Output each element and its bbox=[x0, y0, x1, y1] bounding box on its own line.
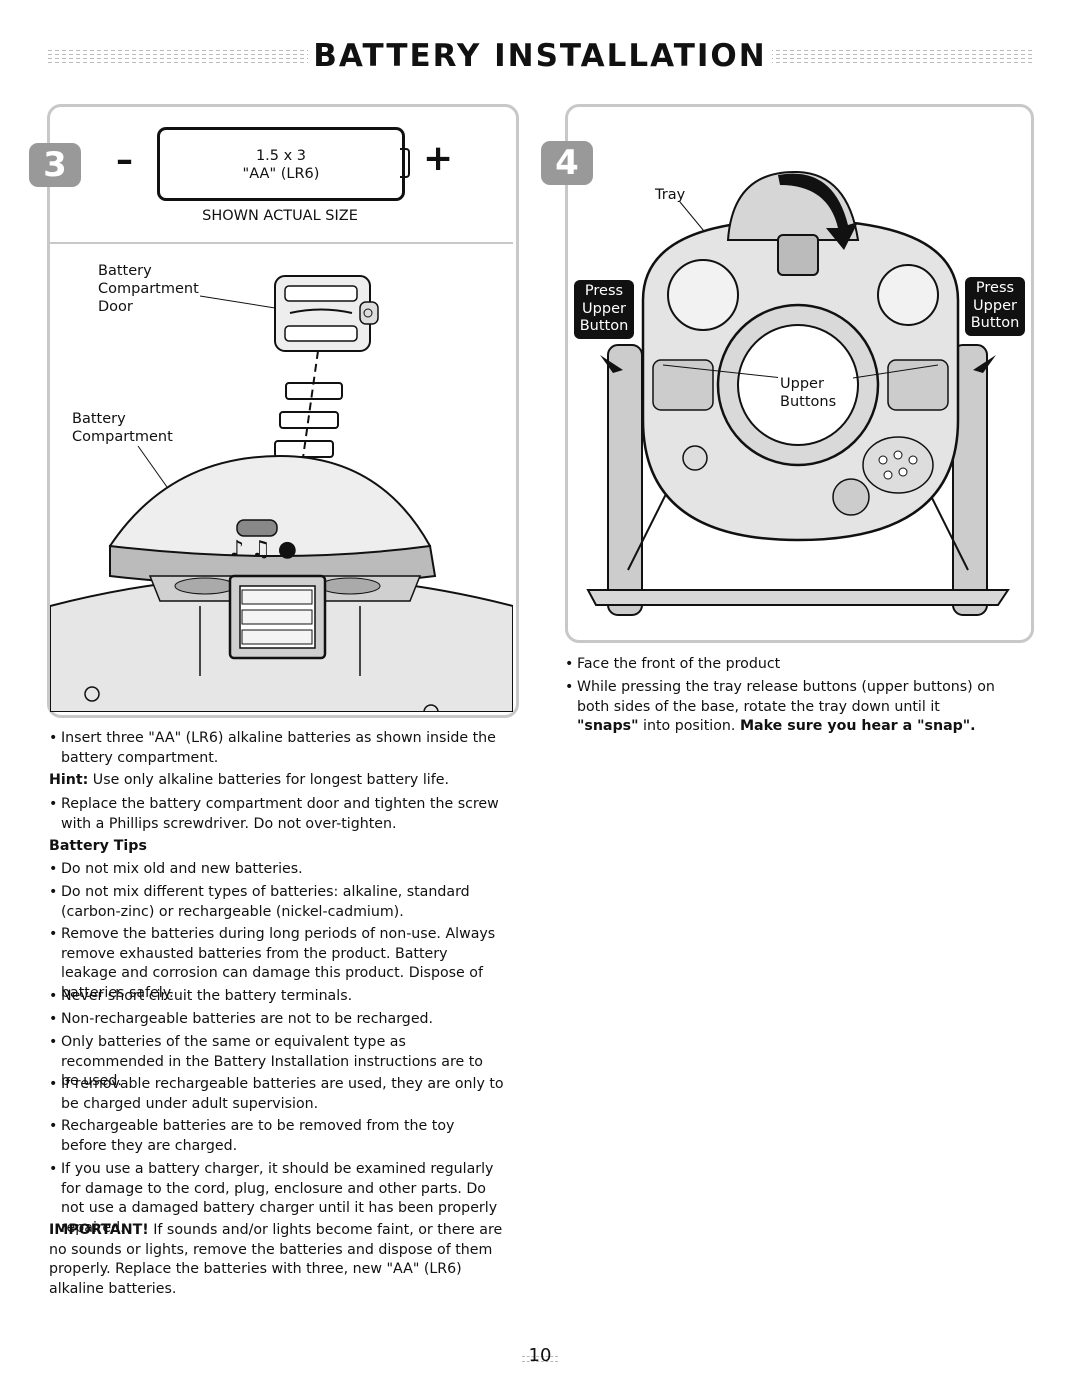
label-tray: Tray bbox=[655, 187, 686, 203]
tip-item: •If you use a battery charger, it should… bbox=[49, 1161, 498, 1236]
tip-item: •Rechargeable batteries are to be remove… bbox=[49, 1118, 455, 1154]
press-upper-button-right: Press Upper Button bbox=[965, 277, 1025, 336]
hint: Hint: Use only alkaline batteries for lo… bbox=[49, 772, 449, 788]
battery-label-1: 1.5 x 3 bbox=[255, 148, 307, 164]
battery-terminal bbox=[400, 148, 410, 178]
tip-item: •Remove the batteries during long period… bbox=[49, 926, 496, 1001]
step3-divider bbox=[50, 242, 513, 244]
press-upper-button-left: Press Upper Button bbox=[574, 280, 634, 339]
tip-item: •Do not mix old and new batteries. bbox=[49, 861, 303, 877]
page-title: BATTERY INSTALLATION bbox=[308, 38, 772, 74]
instruction-insert: •Insert three "AA" (LR6) alkaline batter… bbox=[49, 730, 496, 766]
svg-text:♪ ♫ ●: ♪ ♫ ● bbox=[230, 537, 297, 562]
label-battery-door: Battery Compartment Door bbox=[98, 263, 199, 315]
instruction-replace: •Replace the battery compartment door an… bbox=[49, 796, 499, 832]
instruction-press-rotate: •While pressing the tray release buttons… bbox=[565, 679, 995, 734]
label-battery-compartment: Battery Compartment bbox=[72, 411, 173, 445]
label-upper-buttons: Upper Buttons bbox=[778, 375, 839, 411]
battery-outline bbox=[157, 127, 405, 201]
plus-sign: + bbox=[423, 138, 454, 179]
tip-item: •Do not mix different types of batteries… bbox=[49, 884, 470, 920]
step3-illustration: ♪ ♫ ● bbox=[50, 275, 513, 712]
tip-item: •If removable rechargeable batteries are… bbox=[49, 1076, 504, 1112]
minus-sign: – bbox=[116, 140, 133, 180]
battery-label-2: "AA" (LR6) bbox=[242, 166, 320, 182]
battery-tips-heading: Battery Tips bbox=[49, 838, 147, 854]
tip-item: •Only batteries of the same or equivalen… bbox=[49, 1034, 483, 1089]
step3-number: 3 bbox=[29, 143, 81, 187]
shown-actual-size: SHOWN ACTUAL SIZE bbox=[202, 208, 358, 224]
tip-item: •Non-rechargeable batteries are not to b… bbox=[49, 1011, 434, 1027]
step4-number: 4 bbox=[541, 141, 593, 185]
instruction-face-front: •Face the front of the product bbox=[565, 656, 781, 672]
page-number: 10 bbox=[528, 1345, 552, 1366]
tip-item: •Never short circuit the battery termina… bbox=[49, 988, 353, 1004]
important-note: IMPORTANT! If sounds and/or lights becom… bbox=[49, 1222, 503, 1297]
